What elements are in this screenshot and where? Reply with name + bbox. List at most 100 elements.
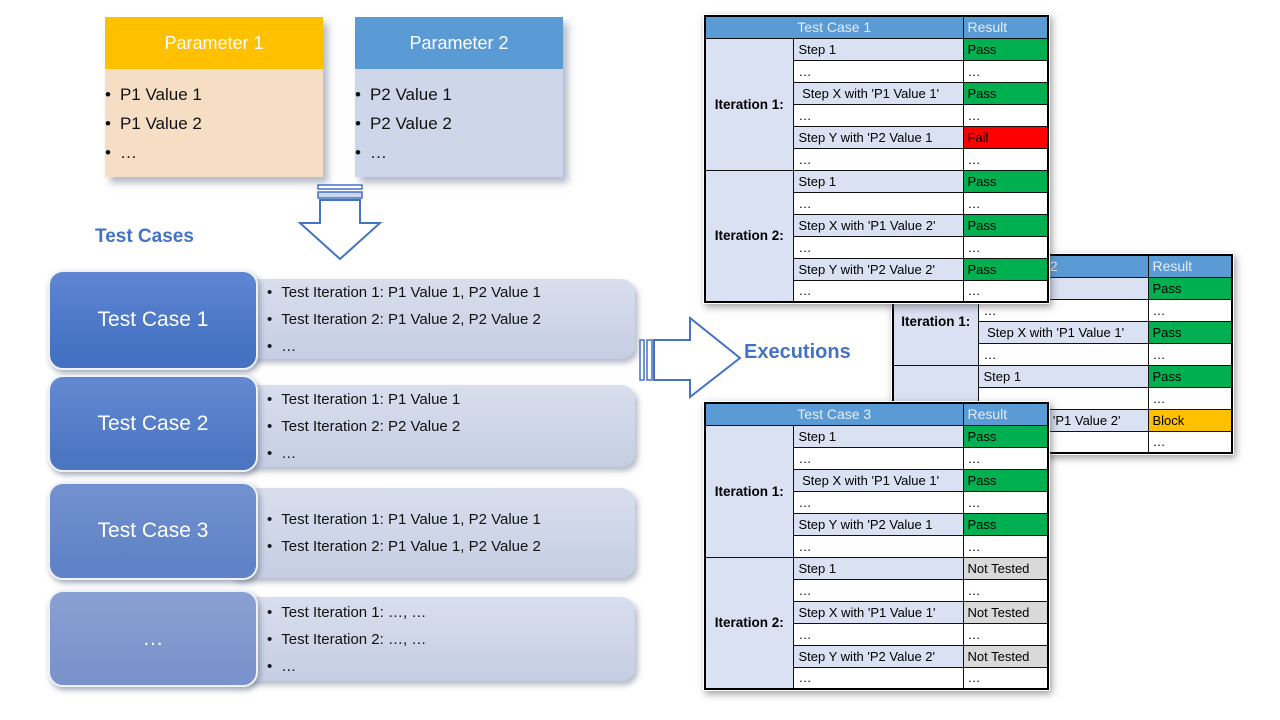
- table-row: ……: [705, 279, 1049, 303]
- bullet-item: …: [355, 138, 452, 167]
- bullet-item: Test Iteration 2: P1 Value 2, P2 Value 2: [267, 306, 541, 333]
- table-row: ……: [705, 534, 1049, 558]
- step-cell: Step X with 'P1 Value 1': [792, 81, 964, 105]
- table-row: Step X with 'P1 Value 1'Pass: [705, 81, 1049, 105]
- step-cell: Step 1: [792, 169, 964, 193]
- step-cell: Step 1: [977, 364, 1149, 388]
- result-cell: …: [962, 191, 1049, 215]
- result-cell: …: [962, 279, 1049, 303]
- table-row: Step X with 'P1 Value 2'Pass: [705, 213, 1049, 237]
- result-cell: Pass: [1147, 320, 1233, 344]
- iteration-label: Iteration 2:: [704, 556, 794, 690]
- step-cell: …: [977, 342, 1149, 366]
- step-cell: Step Y with 'P2 Value 2': [792, 257, 964, 281]
- step-cell: …: [977, 298, 1149, 322]
- parameter-1-box: Parameter 1 P1 Value 1P1 Value 2…: [105, 17, 323, 177]
- result-cell: Pass: [962, 37, 1049, 61]
- result-cell: …: [962, 147, 1049, 171]
- table-row: Step X with 'P1 Value 1'Not Tested: [705, 600, 1049, 624]
- parameter-2-body: P2 Value 1P2 Value 2…: [355, 69, 563, 177]
- step-cell: …: [792, 446, 964, 470]
- parameter-1-header: Parameter 1: [105, 17, 323, 69]
- test-case-1-pill: Test Case 1: [48, 270, 258, 370]
- result-cell: …: [962, 103, 1049, 127]
- bullet-item: …: [267, 333, 541, 360]
- table-row: Step Y with 'P2 Value 2'Not Tested: [705, 644, 1049, 668]
- result-cell: Not Tested: [962, 644, 1049, 668]
- bullet-item: P1 Value 2: [105, 109, 202, 138]
- result-cell: Not Tested: [962, 600, 1049, 624]
- iteration-label: Iteration 1:: [704, 37, 794, 171]
- test-cases-label: Test Cases: [95, 226, 194, 247]
- table-row: ……: [705, 622, 1049, 646]
- bullet-item: Test Iteration 1: P1 Value 1: [267, 386, 460, 413]
- step-cell: …: [792, 578, 964, 602]
- result-cell: Not Tested: [962, 556, 1049, 580]
- table-row: ……: [705, 446, 1049, 470]
- parameter-1-body: P1 Value 1P1 Value 2…: [105, 69, 323, 177]
- result-cell: Pass: [962, 424, 1049, 448]
- result-cell: Pass: [1147, 364, 1233, 388]
- result-column-header: Result: [1147, 254, 1233, 278]
- step-cell: …: [792, 103, 964, 127]
- parameter-1-value-list: P1 Value 1P1 Value 2…: [105, 80, 202, 167]
- bullet-item: Test Iteration 2: …, …: [267, 626, 426, 653]
- step-cell: Step X with 'P1 Value 2': [792, 213, 964, 237]
- step-cell: Step 1: [792, 424, 964, 448]
- result-cell: …: [962, 59, 1049, 83]
- result-cell: …: [962, 235, 1049, 259]
- bullet-item: …: [267, 440, 460, 467]
- test-case-2-pill: Test Case 2: [48, 375, 258, 472]
- iteration-label: Iteration 2:: [704, 169, 794, 303]
- step-cell: …: [792, 622, 964, 646]
- bullet-item: Test Iteration 2: P2 Value 2: [267, 413, 460, 440]
- table-row: Iteration 2:Step 1 Pass: [704, 169, 1049, 303]
- result-cell: Block: [1147, 408, 1233, 432]
- step-cell: Step Y with 'P2 Value 2': [792, 644, 964, 668]
- test-case-1-iteration-list: Test Iteration 1: P1 Value 1, P2 Value 1…: [225, 279, 541, 360]
- result-cell: Pass: [962, 257, 1049, 281]
- parameter-2-box: Parameter 2 P2 Value 1P2 Value 2…: [355, 17, 563, 177]
- result-cell: Pass: [962, 213, 1049, 237]
- result-cell: …: [962, 666, 1049, 690]
- step-cell: Step Y with 'P2 Value 1: [792, 512, 964, 536]
- table-row: ……: [705, 147, 1049, 171]
- result-cell: …: [1147, 342, 1233, 366]
- table-row: ……: [705, 490, 1049, 514]
- test-case-more-pill: …: [48, 590, 258, 687]
- bullet-item: P1 Value 1: [105, 80, 202, 109]
- step-cell: …: [792, 147, 964, 171]
- step-cell: …: [792, 279, 964, 303]
- step-cell: …: [792, 534, 964, 558]
- bullet-item: P2 Value 1: [355, 80, 452, 109]
- test-case-3-iterations-box: Test Iteration 1: P1 Value 1, P2 Value 1…: [225, 488, 635, 578]
- table-row: ……: [705, 103, 1049, 127]
- test-case-more-iterations-box: Test Iteration 1: …, …Test Iteration 2: …: [225, 597, 635, 681]
- striped-down-arrow-icon: [297, 184, 383, 261]
- table-row: ……: [705, 191, 1049, 215]
- step-cell: Step 1: [792, 556, 964, 580]
- result-cell: Pass: [1147, 276, 1233, 300]
- test-case-3-iteration-list: Test Iteration 1: P1 Value 1, P2 Value 1…: [225, 506, 541, 560]
- step-cell: …: [792, 666, 964, 690]
- table-row: Step Y with 'P2 Value 2'Pass: [705, 257, 1049, 281]
- table-row: Step X with 'P1 Value 1'Pass: [893, 320, 1233, 344]
- table-title: Test Case 3: [704, 402, 964, 426]
- bullet-item: Test Iteration 2: P1 Value 1, P2 Value 2: [267, 533, 541, 560]
- executions-label: Executions: [744, 341, 851, 363]
- parameter-2-value-list: P2 Value 1P2 Value 2…: [355, 80, 452, 167]
- test-case-1-iterations-box: Test Iteration 1: P1 Value 1, P2 Value 1…: [225, 279, 635, 359]
- bullet-item: …: [105, 138, 202, 167]
- table-row: ……: [893, 298, 1233, 322]
- test-case-more-iteration-list: Test Iteration 1: …, …Test Iteration 2: …: [225, 599, 426, 680]
